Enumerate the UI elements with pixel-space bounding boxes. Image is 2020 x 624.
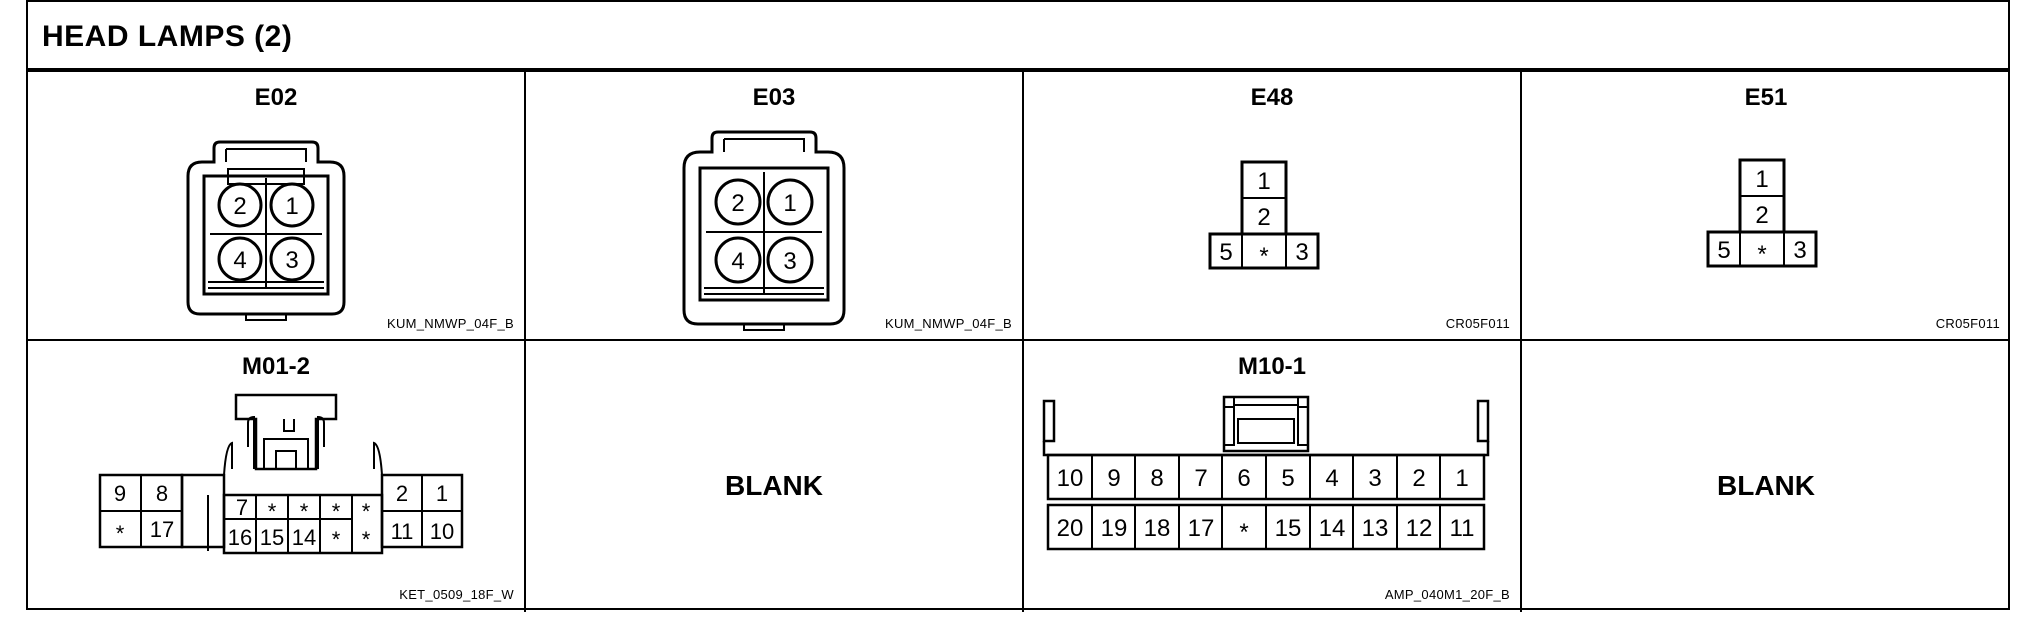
pin-label: 14 xyxy=(292,525,316,550)
connector-label: E51 xyxy=(1744,84,1788,111)
pin-label: 5 xyxy=(1219,239,1232,266)
pin-label: 4 xyxy=(1325,465,1338,492)
pin-label: 10 xyxy=(1057,465,1084,492)
connector-label: E48 xyxy=(1250,84,1294,111)
pin-label: 1 xyxy=(1755,166,1768,193)
pin-label: 16 xyxy=(228,525,252,550)
blank-cell: BLANK xyxy=(526,341,1022,612)
connector-drawing-m10-1: 10 9 8 7 6 5 4 3 2 1 20 19 18 17 * 15 14… xyxy=(1042,395,1490,551)
pin-label: 15 xyxy=(260,525,284,550)
pin-label: 1 xyxy=(1257,168,1270,195)
pin-label: * xyxy=(116,521,125,546)
pin-label: 17 xyxy=(1188,515,1215,542)
pin-label: 2 xyxy=(1257,204,1270,231)
connector-code: KUM_NMWP_04F_B xyxy=(884,316,1012,331)
connector-cell-m01-2: M01-2 xyxy=(28,341,524,612)
pin-label: 18 xyxy=(1144,515,1171,542)
pin-label: 5 xyxy=(1281,465,1294,492)
connector-cell-e02: E02 2 1 4 3 KUM_NMWP_04F_B xyxy=(28,72,524,339)
grid-divider xyxy=(1520,72,1522,612)
blank-label: BLANK xyxy=(1717,470,1815,501)
connector-drawing-e48: 1 2 5 * 3 xyxy=(1208,160,1320,270)
connector-code: CR05F011 xyxy=(1445,316,1510,331)
pin-label: 4 xyxy=(233,247,246,274)
pin-label: * xyxy=(1259,243,1268,270)
pin-label: 3 xyxy=(1295,239,1308,266)
blank-label: BLANK xyxy=(725,470,823,501)
pin-label: * xyxy=(1757,241,1766,268)
pin-label: * xyxy=(1239,519,1248,546)
page-title: HEAD LAMPS (2) xyxy=(42,20,293,53)
connector-code: CR05F011 xyxy=(1935,316,2000,331)
pin-grid xyxy=(1091,455,1441,549)
connector-code: AMP_040M1_20F_B xyxy=(1384,587,1510,602)
pin-label: 3 xyxy=(783,248,796,275)
pin-label: 2 xyxy=(1412,465,1425,492)
pin-label: 15 xyxy=(1275,515,1302,542)
pin-label: * xyxy=(268,499,277,524)
connector-cell-e48: E48 1 2 5 * 3 CR05F011 xyxy=(1024,72,1520,339)
pin-label: * xyxy=(362,527,371,552)
connector-drawing-e02: 2 1 4 3 xyxy=(186,140,346,321)
grid-divider xyxy=(28,339,2008,341)
grid-divider xyxy=(524,72,526,612)
grid-divider xyxy=(1022,72,1024,612)
pin-label: 19 xyxy=(1101,515,1128,542)
pin-label: 9 xyxy=(1107,465,1120,492)
pin-label: 1 xyxy=(783,190,796,217)
pin-label: 1 xyxy=(285,193,298,220)
blank-cell: BLANK xyxy=(1522,341,2010,612)
pin-label: 3 xyxy=(285,247,298,274)
pin-label: 1 xyxy=(436,481,448,506)
pin-label: 8 xyxy=(156,481,168,506)
pin-label: 11 xyxy=(391,519,414,544)
connector-code: KET_0509_18F_W xyxy=(399,587,514,602)
title-rule xyxy=(28,68,2008,72)
connector-drawing-e03: 2 1 4 3 xyxy=(682,130,846,331)
diagram-frame: HEAD LAMPS (2) E02 2 1 4 xyxy=(26,0,2010,612)
pin-label: 17 xyxy=(150,517,174,542)
pin-label: 9 xyxy=(114,481,126,506)
pin-label: 4 xyxy=(731,248,744,275)
pin-label: 6 xyxy=(1237,465,1250,492)
connector-label: E02 xyxy=(254,84,298,111)
connector-code: KUM_NMWP_04F_B xyxy=(386,316,514,331)
connector-label: M10-1 xyxy=(1237,353,1307,380)
pin-label: * xyxy=(362,499,371,524)
connector-label: E03 xyxy=(752,84,796,111)
connector-cell-e51: E51 1 2 5 * 3 CR05F011 xyxy=(1522,72,2010,339)
connector-cell-e03: E03 2 1 4 3 KUM_NMWP_04F_B xyxy=(526,72,1022,339)
pin-label: 1 xyxy=(1455,465,1468,492)
pin-label: 2 xyxy=(396,481,408,506)
pin-label: 2 xyxy=(1755,202,1768,229)
connector-drawing-e51: 1 2 5 * 3 xyxy=(1706,158,1818,268)
pin-label: * xyxy=(300,499,309,524)
pin-label: 3 xyxy=(1793,237,1806,264)
pin-label: 10 xyxy=(430,519,454,544)
pin-label: 20 xyxy=(1057,515,1084,542)
pin-label: 12 xyxy=(1406,515,1433,542)
pin-label: 5 xyxy=(1717,237,1730,264)
pin-label: 7 xyxy=(1194,465,1207,492)
pin-label: 2 xyxy=(731,190,744,217)
pin-label: 11 xyxy=(1450,515,1475,542)
pin-label: 8 xyxy=(1150,465,1163,492)
pin-label: 13 xyxy=(1362,515,1389,542)
pin-label: 2 xyxy=(233,193,246,220)
pin-label: 7 xyxy=(236,495,248,520)
connector-cell-m10-1: M10-1 xyxy=(1024,341,1520,612)
pin-label: * xyxy=(332,499,341,524)
pin-label: * xyxy=(332,527,341,552)
pin-label: 3 xyxy=(1368,465,1381,492)
connector-label: M01-2 xyxy=(241,353,311,380)
pin-label: 14 xyxy=(1319,515,1346,542)
connector-drawing-m01-2: 9 8 7 * * * * 2 1 * 17 16 15 14 * * 11 1… xyxy=(98,393,464,555)
